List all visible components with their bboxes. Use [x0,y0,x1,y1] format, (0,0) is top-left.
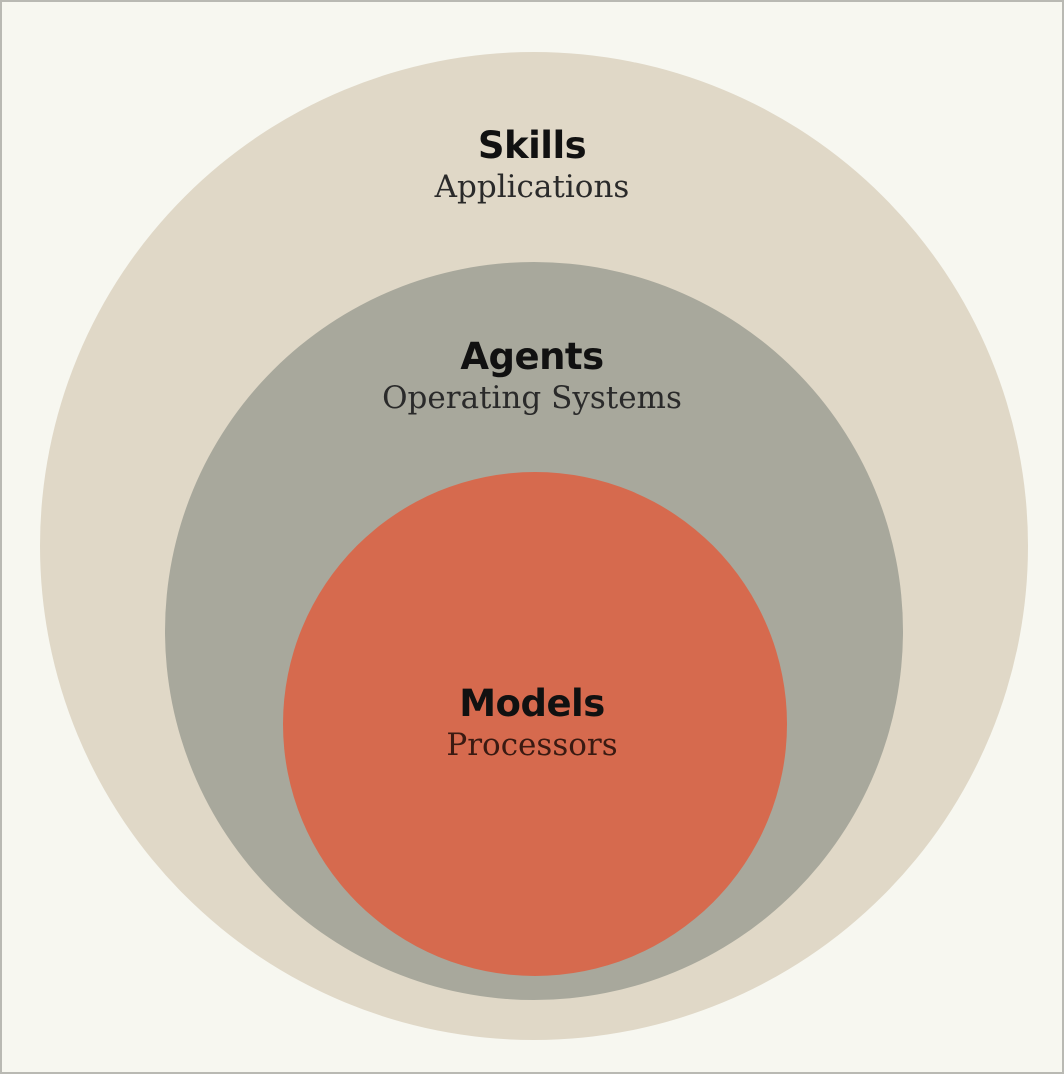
skills-label: Skills Applications [2,124,1062,205]
models-label: Models Processors [2,682,1062,763]
skills-title: Skills [477,124,587,167]
models-title: Models [459,682,605,725]
skills-subtitle: Applications [434,169,630,205]
models-subtitle: Processors [446,727,618,763]
agents-label: Agents Operating Systems [2,335,1062,416]
agents-title: Agents [460,335,604,378]
models-circle [283,472,787,976]
agents-subtitle: Operating Systems [382,380,682,416]
